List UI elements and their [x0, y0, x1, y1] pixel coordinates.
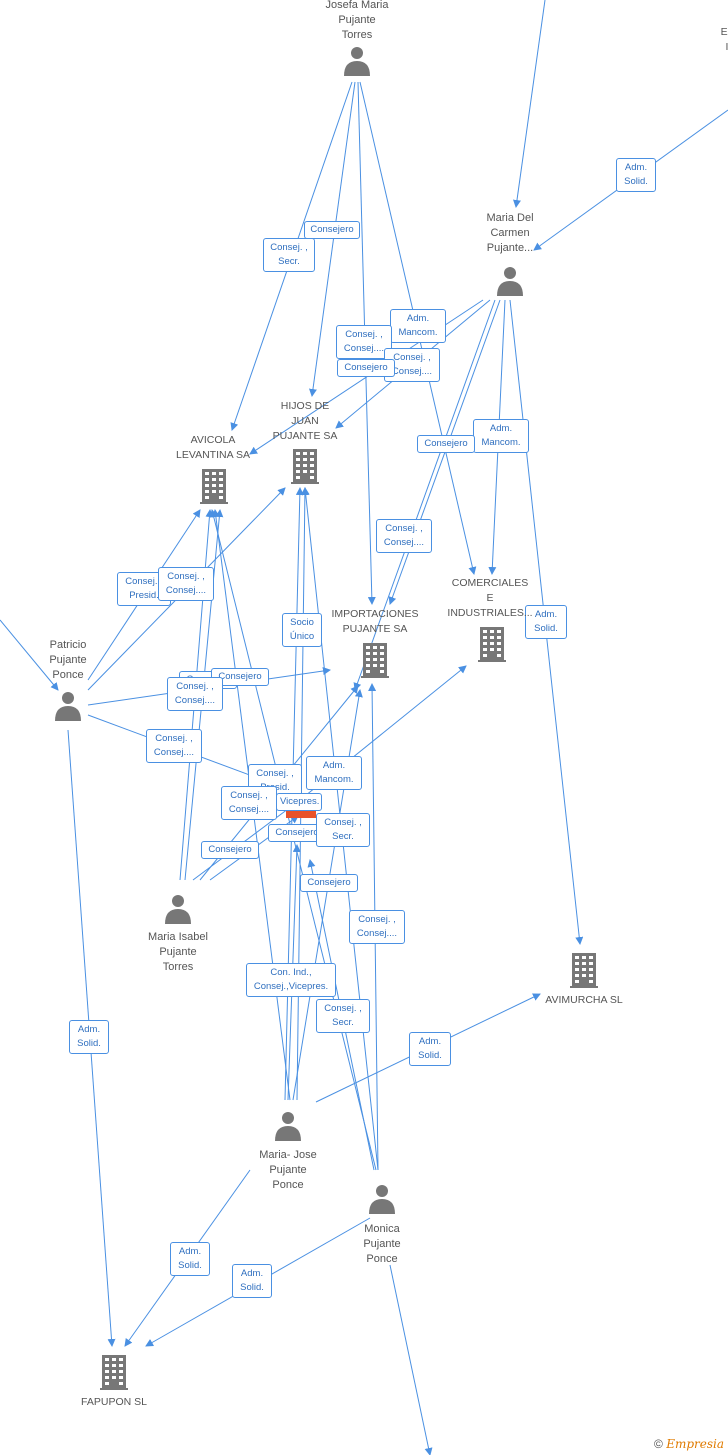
- relation-label[interactable]: Consej. , Secr.: [316, 999, 370, 1033]
- company-name-importaciones[interactable]: IMPORTACIONES PUJANTE SA: [331, 608, 419, 635]
- relation-label[interactable]: Consej. , Secr.: [263, 238, 315, 272]
- relation-label[interactable]: Vicepres.: [276, 793, 322, 811]
- building-icon[interactable]: [291, 449, 319, 484]
- relation-label[interactable]: Consej. , Consej....: [167, 677, 223, 711]
- building-icon[interactable]: [478, 627, 506, 662]
- relation-label[interactable]: Adm. Solid.: [525, 605, 567, 639]
- person-icon[interactable]: [165, 895, 191, 924]
- relation-edge: [308, 81, 356, 397]
- person-name-jmpt[interactable]: Josefa Maria Pujante Torres: [325, 0, 389, 41]
- relation-label[interactable]: Consejero: [201, 841, 259, 859]
- relation-label[interactable]: Consej. , Consej....: [349, 910, 405, 944]
- person-icon[interactable]: [344, 47, 370, 76]
- relation-label[interactable]: Consej. , Consej....: [384, 348, 440, 382]
- person-name-mjpp[interactable]: Maria- Jose Pujante Ponce: [259, 1149, 317, 1191]
- person-icon[interactable]: [275, 1112, 301, 1141]
- relation-label[interactable]: Adm. Mancom.: [306, 756, 362, 790]
- company-name-comerciales[interactable]: COMERCIALES E INDUSTRIALES...: [447, 577, 533, 619]
- relation-edge: [513, 0, 546, 208]
- relation-label[interactable]: Adm. Mancom.: [390, 309, 446, 343]
- person-name-mipt[interactable]: Maria Isabel Pujante Torres: [148, 931, 208, 973]
- highlight-mark: [286, 810, 316, 818]
- relation-label[interactable]: Consej. , Consej....: [146, 729, 202, 763]
- relation-edge: [292, 689, 363, 1101]
- person-name-ppp[interactable]: Patricio Pujante Ponce: [49, 639, 87, 681]
- copyright-symbol: ©: [654, 1437, 663, 1451]
- relation-label[interactable]: Consej. , Consej....: [221, 786, 277, 820]
- relation-label[interactable]: Consej. , Secr.: [316, 813, 370, 847]
- relation-label[interactable]: Adm. Solid.: [232, 1264, 272, 1298]
- relation-label[interactable]: Consejero: [304, 221, 360, 239]
- company-name-avicola[interactable]: AVICOLA LEVANTINA SA: [176, 434, 250, 461]
- company-name-el[interactable]: EL I: [720, 26, 728, 53]
- relation-label[interactable]: Adm. Solid.: [69, 1020, 109, 1054]
- company-name-fapupon[interactable]: FAPUPON SL: [81, 1396, 147, 1408]
- relation-label[interactable]: Consej. , Consej....: [158, 567, 214, 601]
- building-icon[interactable]: [361, 643, 389, 678]
- building-icon[interactable]: [570, 953, 598, 988]
- brand-logo: Empresia: [666, 1437, 724, 1451]
- relation-edge: [389, 1264, 433, 1455]
- footer-brand: © Empresia: [654, 1437, 724, 1451]
- person-name-mpp[interactable]: Monica Pujante Ponce: [363, 1223, 401, 1265]
- company-name-hijos[interactable]: HIJOS DE JUAN PUJANTE SA: [272, 400, 338, 442]
- relation-label[interactable]: Consej. , Consej....: [376, 519, 432, 553]
- relation-edge: [353, 299, 496, 691]
- person-name-mdcp[interactable]: Maria Del Carmen Pujante...: [486, 212, 534, 254]
- relation-label[interactable]: Adm. Solid.: [170, 1242, 210, 1276]
- person-icon[interactable]: [55, 692, 81, 721]
- relation-label[interactable]: Adm. Mancom.: [473, 419, 529, 453]
- relation-label[interactable]: Consejero: [417, 435, 475, 453]
- relation-edge: [0, 619, 59, 691]
- relation-label[interactable]: Consejero: [300, 874, 358, 892]
- relation-label[interactable]: Adm. Solid.: [616, 158, 656, 192]
- relation-label[interactable]: Adm. Solid.: [409, 1032, 451, 1066]
- company-name-avimurcha[interactable]: AVIMURCHA SL: [545, 994, 623, 1006]
- relation-label[interactable]: Consej. , Consej....: [336, 325, 392, 359]
- building-icon[interactable]: [100, 1355, 128, 1390]
- relation-label[interactable]: Socio Único: [282, 613, 322, 647]
- building-icon[interactable]: [200, 469, 228, 504]
- person-icon[interactable]: [369, 1185, 395, 1214]
- relation-label[interactable]: Consejero: [337, 359, 395, 377]
- person-icon[interactable]: [497, 267, 523, 296]
- relation-label[interactable]: Con. Ind., Consej.,Vicepres.: [246, 963, 336, 997]
